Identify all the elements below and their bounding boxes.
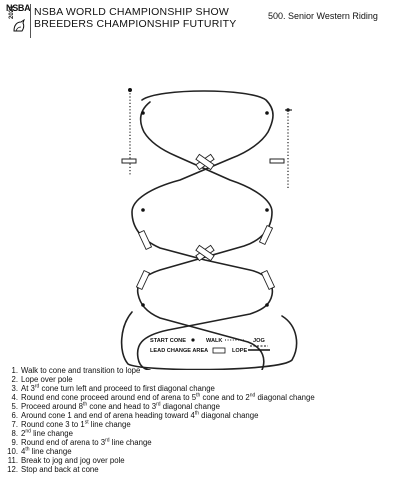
step-number: 4.	[11, 393, 18, 402]
step-text: Round end cone proceed around end of are…	[21, 392, 315, 402]
cones	[141, 111, 269, 307]
step-item: 2.Lope over pole	[4, 375, 400, 384]
pole-right	[269, 158, 285, 164]
cone-3	[141, 208, 145, 212]
lead-change-area-center-top2	[195, 153, 215, 171]
step-text: 4th line change	[21, 446, 72, 456]
step-text: Lope over pole	[21, 375, 73, 384]
step-item: 8.2nd line change	[4, 429, 400, 438]
step-number: 1.	[11, 366, 18, 375]
show-title: NSBA WORLD CHAMPIONSHIP SHOW BREEDERS CH…	[34, 6, 236, 30]
lead-change-areas	[135, 153, 276, 291]
lope-path-inner	[136, 101, 273, 370]
legend-start-cone: START CONE	[150, 338, 186, 344]
step-number: 3.	[11, 384, 18, 393]
step-item: 1.Walk to cone and transition to lope	[4, 366, 400, 375]
step-text: Round cone 3 to 1st line change	[21, 419, 131, 429]
lead-change-area-right-mid	[258, 224, 274, 246]
lead-change-area-left-mid	[137, 229, 153, 251]
lead-change-area-right-low	[260, 269, 276, 291]
step-item: 10.4th line change	[4, 447, 400, 456]
step-number: 12.	[7, 465, 18, 474]
legend-jog: JOG	[253, 338, 265, 344]
legend-lead-change-area: LEAD CHANGE AREA	[150, 348, 208, 354]
lead-change-area-center-bottom2	[195, 244, 215, 262]
legend-cone-icon	[191, 338, 195, 342]
legend: START CONE WALK JOG LEAD CHANGE AREA LOP…	[150, 338, 270, 354]
step-text: Stop and back at cone	[21, 465, 99, 474]
step-number: 5.	[11, 402, 18, 411]
logo-text: NSBA	[6, 3, 31, 13]
step-item: 11.Break to jog and jog over pole	[4, 456, 400, 465]
horse-emblem-icon	[13, 19, 25, 32]
step-number: 6.	[11, 411, 18, 420]
lead-change-area-left-low	[135, 269, 151, 291]
lope-path-bottom	[120, 311, 298, 370]
header-divider	[30, 4, 31, 38]
step-number: 8.	[11, 429, 18, 438]
step-number: 11.	[7, 456, 18, 465]
step-number: 10.	[7, 447, 18, 456]
lope-path-outer	[131, 90, 274, 370]
pole-left	[121, 158, 137, 164]
cone-1	[141, 111, 145, 115]
cone-5	[141, 303, 145, 307]
step-text: 2nd line change	[21, 428, 73, 438]
step-text: Break to jog and jog over pole	[21, 456, 125, 465]
show-title-line1: NSBA WORLD CHAMPIONSHIP SHOW	[34, 6, 230, 18]
step-item: 6.Around cone 1 and end of arena heading…	[4, 411, 400, 420]
step-text: At 3rd cone turn left and proceed to fir…	[21, 383, 215, 393]
nsba-logo: NSBA 2021	[6, 3, 31, 41]
cone-4	[265, 208, 269, 212]
legend-walk: WALK	[206, 338, 222, 344]
start-cone-icon	[128, 88, 132, 92]
step-text: Walk to cone and transition to lope	[21, 366, 141, 375]
step-text: Around cone 1 and end of arena heading t…	[21, 410, 259, 420]
cone-6	[265, 303, 269, 307]
logo-year: 2021	[9, 5, 15, 19]
step-item: 7.Round cone 3 to 1st line change	[4, 420, 400, 429]
step-number: 7.	[11, 420, 18, 429]
step-item: 4.Round end cone proceed around end of a…	[4, 393, 400, 402]
show-title-line2: BREEDERS CHAMPIONSHIP FUTURITY	[34, 18, 237, 30]
class-title: 500. Senior Western Riding	[268, 11, 378, 21]
legend-lead-change-swatch	[212, 347, 226, 354]
poles	[121, 158, 285, 164]
legend-lope: LOPE	[232, 348, 247, 354]
step-number: 2.	[11, 375, 18, 384]
pattern-diagram: START CONE WALK JOG LEAD CHANGE AREA LOP…	[120, 88, 298, 370]
step-item: 12.Stop and back at cone	[4, 465, 400, 474]
step-item: 3.At 3rd cone turn left and proceed to f…	[4, 384, 400, 393]
step-text: Round end of arena to 3rd line change	[21, 437, 152, 447]
step-number: 9.	[11, 438, 18, 447]
cone-2	[265, 111, 269, 115]
step-item: 9.Round end of arena to 3rd line change	[4, 438, 400, 447]
step-text: Proceed around 8th cone and head to 3rd …	[21, 401, 220, 411]
step-item: 5.Proceed around 8th cone and head to 3r…	[4, 402, 400, 411]
